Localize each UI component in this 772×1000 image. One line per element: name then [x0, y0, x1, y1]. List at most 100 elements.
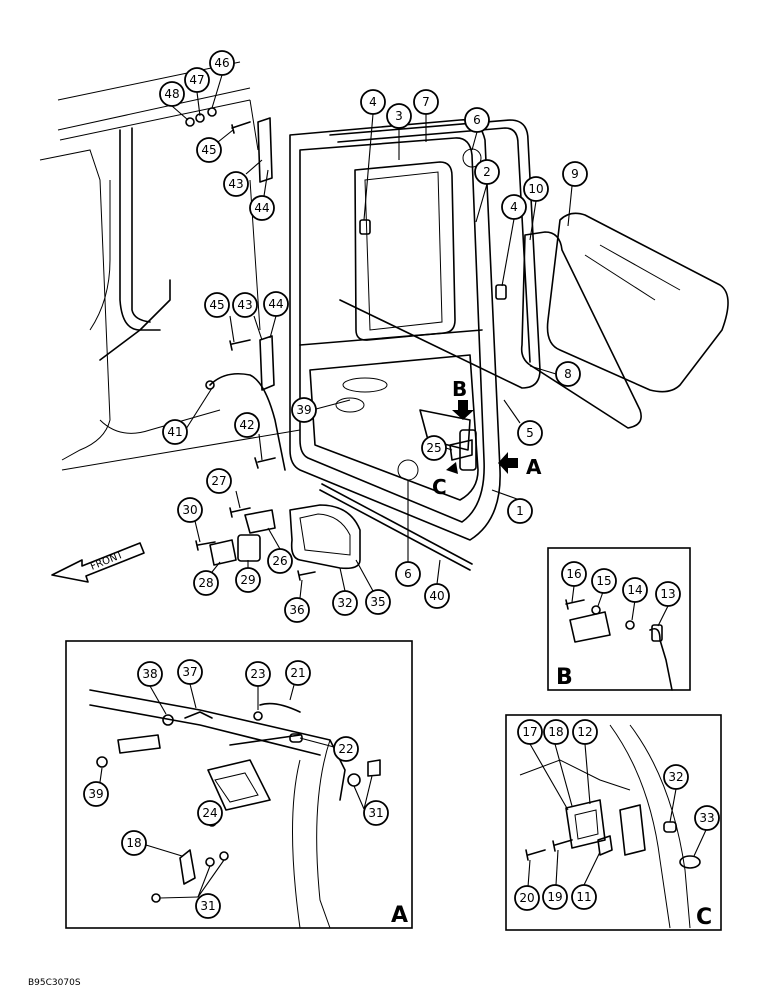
callout-45: 45 [196, 137, 222, 163]
svg-text:45: 45 [209, 298, 224, 312]
svg-text:6: 6 [473, 113, 481, 127]
svg-text:28: 28 [198, 576, 213, 590]
svg-text:2: 2 [483, 165, 491, 179]
callout-3: 3 [386, 103, 412, 129]
svg-text:1: 1 [516, 504, 524, 518]
svg-text:14: 14 [627, 583, 642, 597]
svg-text:12: 12 [577, 725, 592, 739]
svg-text:21: 21 [290, 666, 305, 680]
callout-41: 41 [162, 419, 188, 445]
callout-43b: 43 [232, 292, 258, 318]
panel-b-label: B [556, 665, 573, 690]
callout-43: 43 [223, 171, 249, 197]
callout-47: 47 [184, 67, 210, 93]
callout-48: 48 [159, 81, 185, 107]
svg-text:23: 23 [250, 667, 265, 681]
callout-46: 46 [209, 50, 235, 76]
callout-7: 7 [413, 89, 439, 115]
callout-35: 35 [365, 589, 391, 615]
callout-44: 44 [249, 195, 275, 221]
panel-a-label: A [391, 903, 408, 928]
callout-26: 26 [267, 548, 293, 574]
callout-16: 16 [561, 561, 587, 587]
callout-23: 23 [245, 661, 271, 687]
callout-8: 8 [555, 361, 581, 387]
callout-40: 40 [424, 583, 450, 609]
svg-text:5: 5 [526, 426, 534, 440]
svg-text:11: 11 [576, 890, 591, 904]
callout-39: 39 [291, 397, 317, 423]
svg-text:22: 22 [338, 742, 353, 756]
callout-42: 42 [234, 412, 260, 438]
svg-text:45: 45 [201, 143, 216, 157]
callout-13: 13 [655, 581, 681, 607]
callout-6b: 6 [395, 561, 421, 587]
svg-text:3: 3 [395, 109, 403, 123]
view-marker-c: C [432, 475, 447, 499]
svg-text:29: 29 [240, 573, 255, 587]
callout-38: 38 [137, 661, 163, 687]
callout-9: 9 [562, 161, 588, 187]
callout-32-c: 32 [663, 764, 689, 790]
callout-45b: 45 [204, 292, 230, 318]
leader-lines [171, 74, 573, 599]
svg-text:39: 39 [88, 787, 103, 801]
callout-10: 10 [523, 176, 549, 202]
svg-text:4: 4 [369, 95, 377, 109]
callout-6: 6 [464, 107, 490, 133]
callout-2: 2 [474, 159, 500, 185]
svg-text:9: 9 [571, 167, 579, 181]
svg-text:19: 19 [547, 890, 562, 904]
glass-parts [329, 119, 729, 429]
callout-29: 29 [235, 567, 261, 593]
callout-1: 1 [507, 498, 533, 524]
svg-text:37: 37 [182, 665, 197, 679]
svg-text:8: 8 [564, 367, 572, 381]
svg-text:43: 43 [228, 177, 243, 191]
callout-12: 12 [572, 719, 598, 745]
svg-text:13: 13 [660, 587, 675, 601]
view-markers: B A C [432, 377, 542, 499]
panel-a: 38 37 23 21 22 39 31 24 18 31 A [65, 640, 413, 929]
callout-18-a: 18 [121, 830, 147, 856]
svg-text:35: 35 [370, 595, 385, 609]
front-arrow: FRONT [51, 542, 145, 583]
callout-37: 37 [177, 659, 203, 685]
svg-text:25: 25 [426, 441, 441, 455]
document-number: B95C3070S [28, 978, 81, 988]
callout-18-c: 18 [543, 719, 569, 745]
svg-text:48: 48 [164, 87, 179, 101]
svg-text:38: 38 [142, 667, 157, 681]
callout-22: 22 [333, 736, 359, 762]
svg-text:43: 43 [237, 298, 252, 312]
callout-30: 30 [177, 497, 203, 523]
svg-text:18: 18 [548, 725, 563, 739]
svg-text:44: 44 [254, 201, 269, 215]
svg-text:16: 16 [566, 567, 581, 581]
cab-frame [39, 61, 301, 471]
panel-c: 17 18 12 32 33 20 19 11 C [505, 714, 722, 931]
svg-text:31: 31 [368, 806, 383, 820]
callout-19: 19 [542, 884, 568, 910]
svg-text:15: 15 [596, 574, 611, 588]
callout-32: 32 [332, 590, 358, 616]
svg-text:20: 20 [519, 891, 534, 905]
callout-31: 31 [363, 800, 389, 826]
callout-27: 27 [206, 468, 232, 494]
front-label: FRONT [89, 549, 126, 572]
callout-5: 5 [517, 420, 543, 446]
svg-text:32: 32 [668, 770, 683, 784]
callout-44b: 44 [263, 291, 289, 317]
callout-11: 11 [571, 884, 597, 910]
svg-text:24: 24 [202, 806, 217, 820]
svg-text:7: 7 [422, 95, 430, 109]
svg-text:4: 4 [510, 200, 518, 214]
view-marker-b: B [452, 377, 467, 401]
callout-36: 36 [284, 597, 310, 623]
svg-text:41: 41 [167, 425, 182, 439]
svg-text:42: 42 [239, 418, 254, 432]
door-assembly [257, 117, 501, 541]
svg-text:33: 33 [699, 811, 714, 825]
svg-text:17: 17 [522, 725, 537, 739]
